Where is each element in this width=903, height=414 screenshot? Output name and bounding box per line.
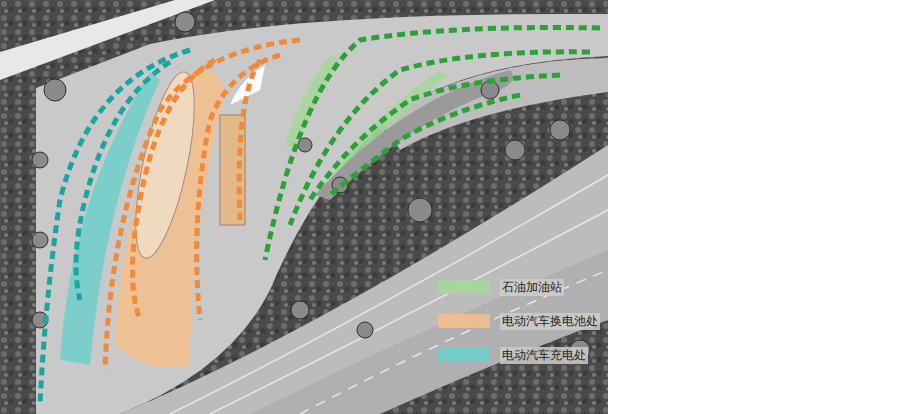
legend-row: 电动汽车充电处: [438, 346, 600, 364]
legend: 石油加油站电动汽车换电池处电动汽车充电处: [438, 278, 600, 380]
legend-text: 电动汽车充电处: [500, 347, 588, 364]
paved-area: [36, 14, 608, 414]
legend-row: 石油加油站: [438, 278, 600, 296]
legend-swatch: [438, 280, 490, 294]
legend-text: 电动汽车换电池处: [500, 313, 600, 330]
legend-swatch: [438, 314, 490, 328]
legend-swatch: [438, 348, 490, 362]
vegetation-ground: [0, 0, 608, 414]
legend-row: 电动汽车换电池处: [438, 312, 600, 330]
legend-text: 石油加油站: [500, 279, 564, 296]
